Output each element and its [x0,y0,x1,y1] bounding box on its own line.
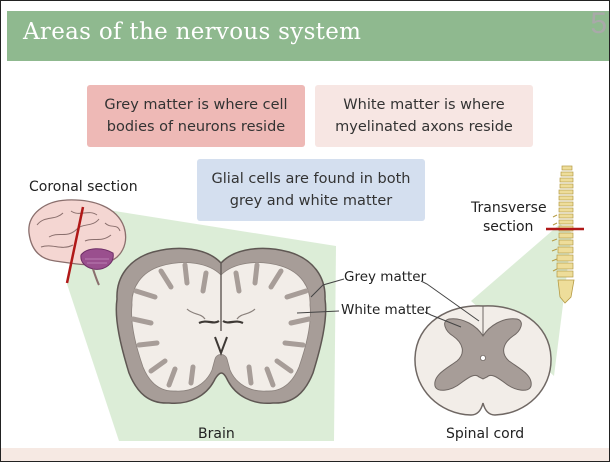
glial-callout-line2: grey and white matter [230,193,392,209]
white-matter-callout: White matter is where myelinated axons re… [315,85,533,147]
transverse-label-line1: Transverse [471,200,547,216]
grey-matter-callout: Grey matter is where cell bodies of neuro… [87,85,305,147]
brain-label: Brain [198,426,235,442]
grey-matter-label: Grey matter [344,269,426,285]
spinal-cord-label: Spinal cord [446,426,524,442]
transverse-label-line2: section [483,219,533,235]
grey-matter-callout-line2: bodies of neurons reside [107,119,285,135]
grey-matter-callout-line1: Grey matter is where cell [104,97,287,113]
footer-strip [1,448,610,462]
white-matter-callout-line1: White matter is where [343,97,504,113]
white-matter-callout-line2: myelinated axons reside [335,119,513,135]
glial-callout-line1: Glial cells are found in both [212,171,411,187]
white-matter-label: White matter [341,302,430,318]
spinal-cord-section [415,306,551,415]
coronal-section-label: Coronal section [29,179,138,195]
glial-cells-callout: Glial cells are found in both grey and wh… [197,159,425,221]
